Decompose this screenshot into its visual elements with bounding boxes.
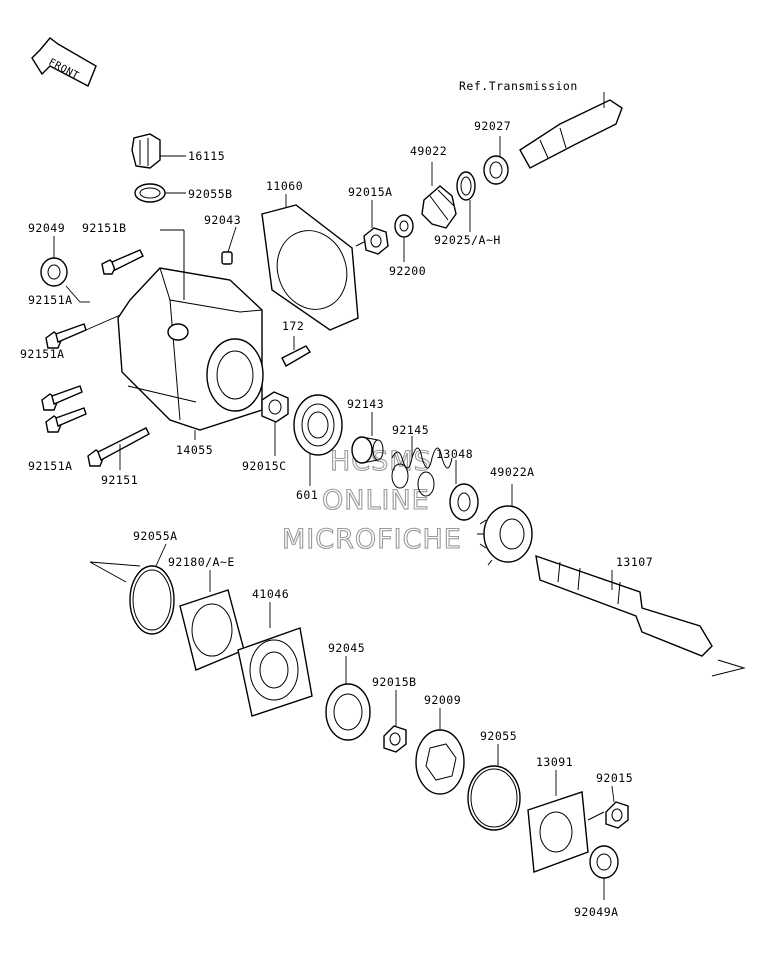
label-41046: 41046 [252,587,289,601]
label-92025: 92025/A~H [434,233,501,247]
label-92043: 92043 [204,213,241,227]
part-92055b-oring [134,183,186,203]
part-41046-holder [237,602,313,717]
label-601: 601 [296,488,318,502]
part-92180-gasket [179,570,245,671]
part-92015c-nut [261,391,289,456]
label-92143: 92143 [347,397,384,411]
label-13107: 13107 [616,555,653,569]
label-92151b: 92151B [82,221,127,235]
label-92009: 92009 [424,693,461,707]
part-92025-shim [456,171,476,232]
part-92151b-bolt [101,249,144,275]
part-92027-washer [483,136,509,185]
part-172-stud [281,336,311,367]
part-92151a-bolts [41,279,201,433]
part-92049a-seal [589,845,619,900]
part-14055-housing [117,229,264,440]
label-92200: 92200 [389,264,426,278]
part-92009-plate [415,708,465,795]
label-92015c: 92015C [242,459,287,473]
label-11060: 11060 [266,179,303,193]
label-49022a: 49022A [490,465,535,479]
label-92055b: 92055B [188,187,233,201]
label-92027: 92027 [474,119,511,133]
label-13091: 13091 [536,755,573,769]
part-92015a-nut [355,200,389,255]
label-92151a-2: 92151A [20,347,65,361]
part-92043-pin [221,226,237,265]
part-92151-bolt [87,427,150,470]
label-92145: 92145 [392,423,429,437]
label-92049a: 92049A [574,905,619,919]
label-16115: 16115 [188,149,225,163]
label-49022: 49022 [410,144,447,158]
part-49022-gear [421,162,457,229]
watermark-line-3: MICROFICHE [282,524,462,555]
label-13048: 13048 [436,447,473,461]
part-92049-seal [40,236,68,287]
part-13107-shaft [535,554,746,677]
part-ref-transmission-shaft [519,92,623,169]
label-172: 172 [282,319,304,333]
part-92045-bearing [325,656,371,741]
watermark-line-1: HCSMS [330,446,432,477]
part-92145-spring [391,436,453,497]
label-92015b: 92015B [372,675,417,689]
part-92015b-nut [383,690,407,753]
label-92055a: 92055A [133,529,178,543]
label-92049: 92049 [28,221,65,235]
front-arrow-icon: FRONT [31,37,97,87]
label-92015: 92015 [596,771,633,785]
label-92151a-1: 92151A [28,293,73,307]
part-92143-collar [351,412,384,464]
part-13091-cover [527,770,605,873]
part-92200-washer [394,214,414,262]
label-92055: 92055 [480,729,517,743]
label-92045: 92045 [328,641,365,655]
label-92180: 92180/A~E [168,555,235,569]
label-92151: 92151 [101,473,138,487]
part-11060-gasket [261,194,359,331]
label-14055: 14055 [176,443,213,457]
label-92015a: 92015A [348,185,393,199]
ref-transmission-note: Ref.Transmission [459,79,578,93]
part-49022a-gear [477,484,533,566]
part-92055a-oring [89,543,175,635]
part-16115-plug [131,133,186,169]
part-92015-nut [605,785,629,829]
watermark-line-2: ONLINE [322,485,430,516]
part-13048-coupling [449,460,479,521]
part-601-bearing [293,394,343,486]
part-92055-oring [467,744,521,831]
label-92151a-3: 92151A [28,459,73,473]
